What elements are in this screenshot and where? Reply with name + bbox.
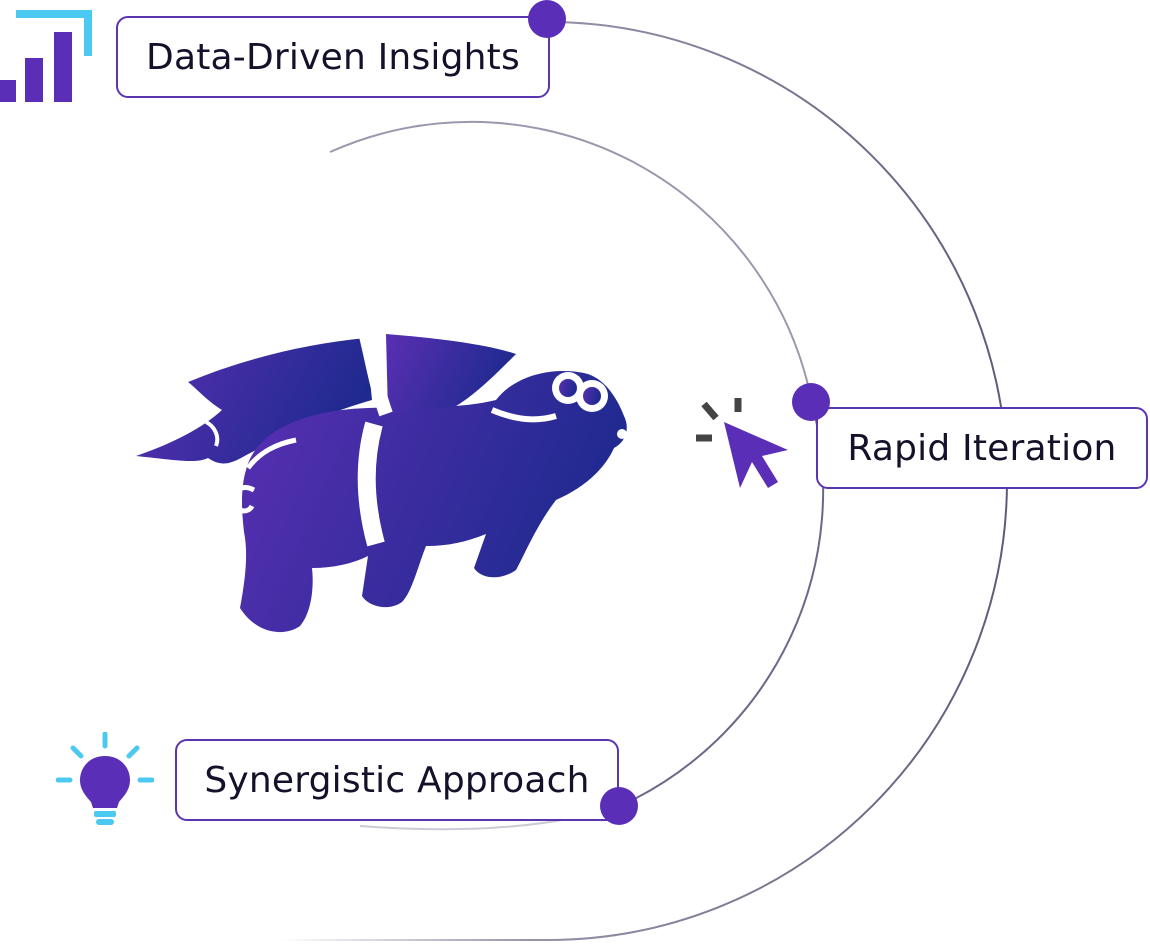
rocket-pig-icon	[136, 330, 636, 640]
bar-chart-icon	[0, 10, 92, 104]
node-connector-dot-rapid	[792, 383, 830, 421]
inner-orbit-ring	[329, 120, 813, 404]
cursor-click-icon	[694, 398, 794, 494]
outer-orbit-ring	[280, 21, 1008, 941]
node-connector-dot-insights	[528, 0, 566, 38]
node-rapid-iteration: Rapid Iteration	[816, 407, 1148, 489]
node-data-driven-insights: Data-Driven Insights	[116, 16, 550, 98]
node-synergistic-approach: Synergistic Approach	[175, 739, 619, 821]
lightbulb-icon	[55, 731, 155, 830]
node-connector-dot-synergy	[600, 787, 638, 825]
